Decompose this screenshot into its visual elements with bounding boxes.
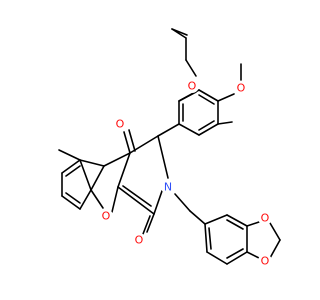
- atom-label-backdrop: [99, 209, 113, 223]
- bond-lines: [58, 28, 281, 265]
- atom-o-methoxy: O: [237, 82, 246, 95]
- atom-n-ring: N: [164, 181, 172, 194]
- atom-label-backdrop: [258, 254, 272, 268]
- atom-label-backdrop: [234, 81, 248, 95]
- atom-labels: O O O O O N O O: [99, 79, 272, 268]
- atom-label-backdrop: [258, 211, 272, 225]
- molecule-structure: O O O O O N O O: [58, 28, 281, 268]
- atom-label-backdrop: [185, 79, 199, 93]
- atom-o-dioxole-bottom: O: [261, 255, 270, 268]
- atom-label-backdrop: [161, 180, 175, 194]
- atom-o-lactam: O: [135, 234, 144, 247]
- atom-o-ring: O: [102, 210, 111, 223]
- atom-o-allyl: O: [188, 80, 197, 93]
- atom-o-ketone: O: [116, 118, 125, 131]
- atom-label-backdrop: [132, 233, 146, 247]
- atom-label-backdrop: [113, 117, 127, 131]
- atom-o-dioxole-top: O: [261, 212, 270, 225]
